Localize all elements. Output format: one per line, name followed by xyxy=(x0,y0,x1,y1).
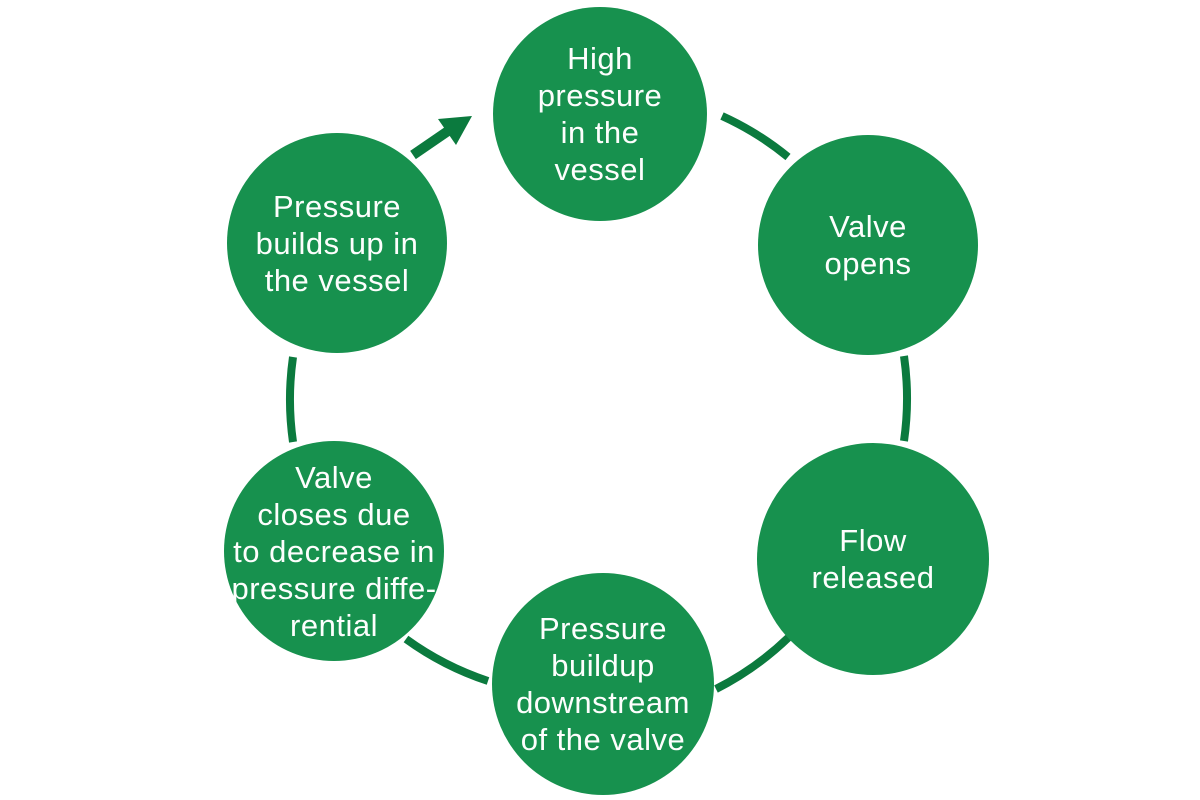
node-label: Flow released xyxy=(811,523,935,595)
link-valve-opens-to-flow-released xyxy=(900,355,912,442)
node-label: Pressure builds up in the vessel xyxy=(255,188,419,298)
node-valve-closes-due-to-decrease-in-pressure-differential: Valve closes due to decrease in pressure… xyxy=(224,441,444,661)
node-flow-released: Flow released xyxy=(757,443,989,675)
node-pressure-builds-up-in-the-vessel: Pressure builds up in the vessel xyxy=(227,133,447,353)
node-label: Pressure buildup downstream of the valve xyxy=(516,611,690,757)
arrow-shaft xyxy=(410,126,451,160)
link-flow-released-to-pressure-buildup xyxy=(714,634,792,693)
node-high-pressure-in-the-vessel: High pressure in the vessel xyxy=(493,7,707,221)
link-high-pressure-to-valve-opens xyxy=(720,112,791,161)
arrow-head xyxy=(438,116,472,145)
link-valve-closes-to-pressure-builds-up xyxy=(285,356,297,443)
node-label: Valve closes due to decrease in pressure… xyxy=(231,459,437,643)
node-pressure-buildup-downstream-of-the-valve: Pressure buildup downstream of the valve xyxy=(492,573,714,795)
link-pressure-buildup-to-valve-closes xyxy=(403,635,490,685)
node-label: Valve opens xyxy=(824,209,912,281)
node-valve-opens: Valve opens xyxy=(758,135,978,355)
clockwise-arrow-icon xyxy=(410,116,472,160)
node-label: High pressure in the vessel xyxy=(537,41,663,187)
